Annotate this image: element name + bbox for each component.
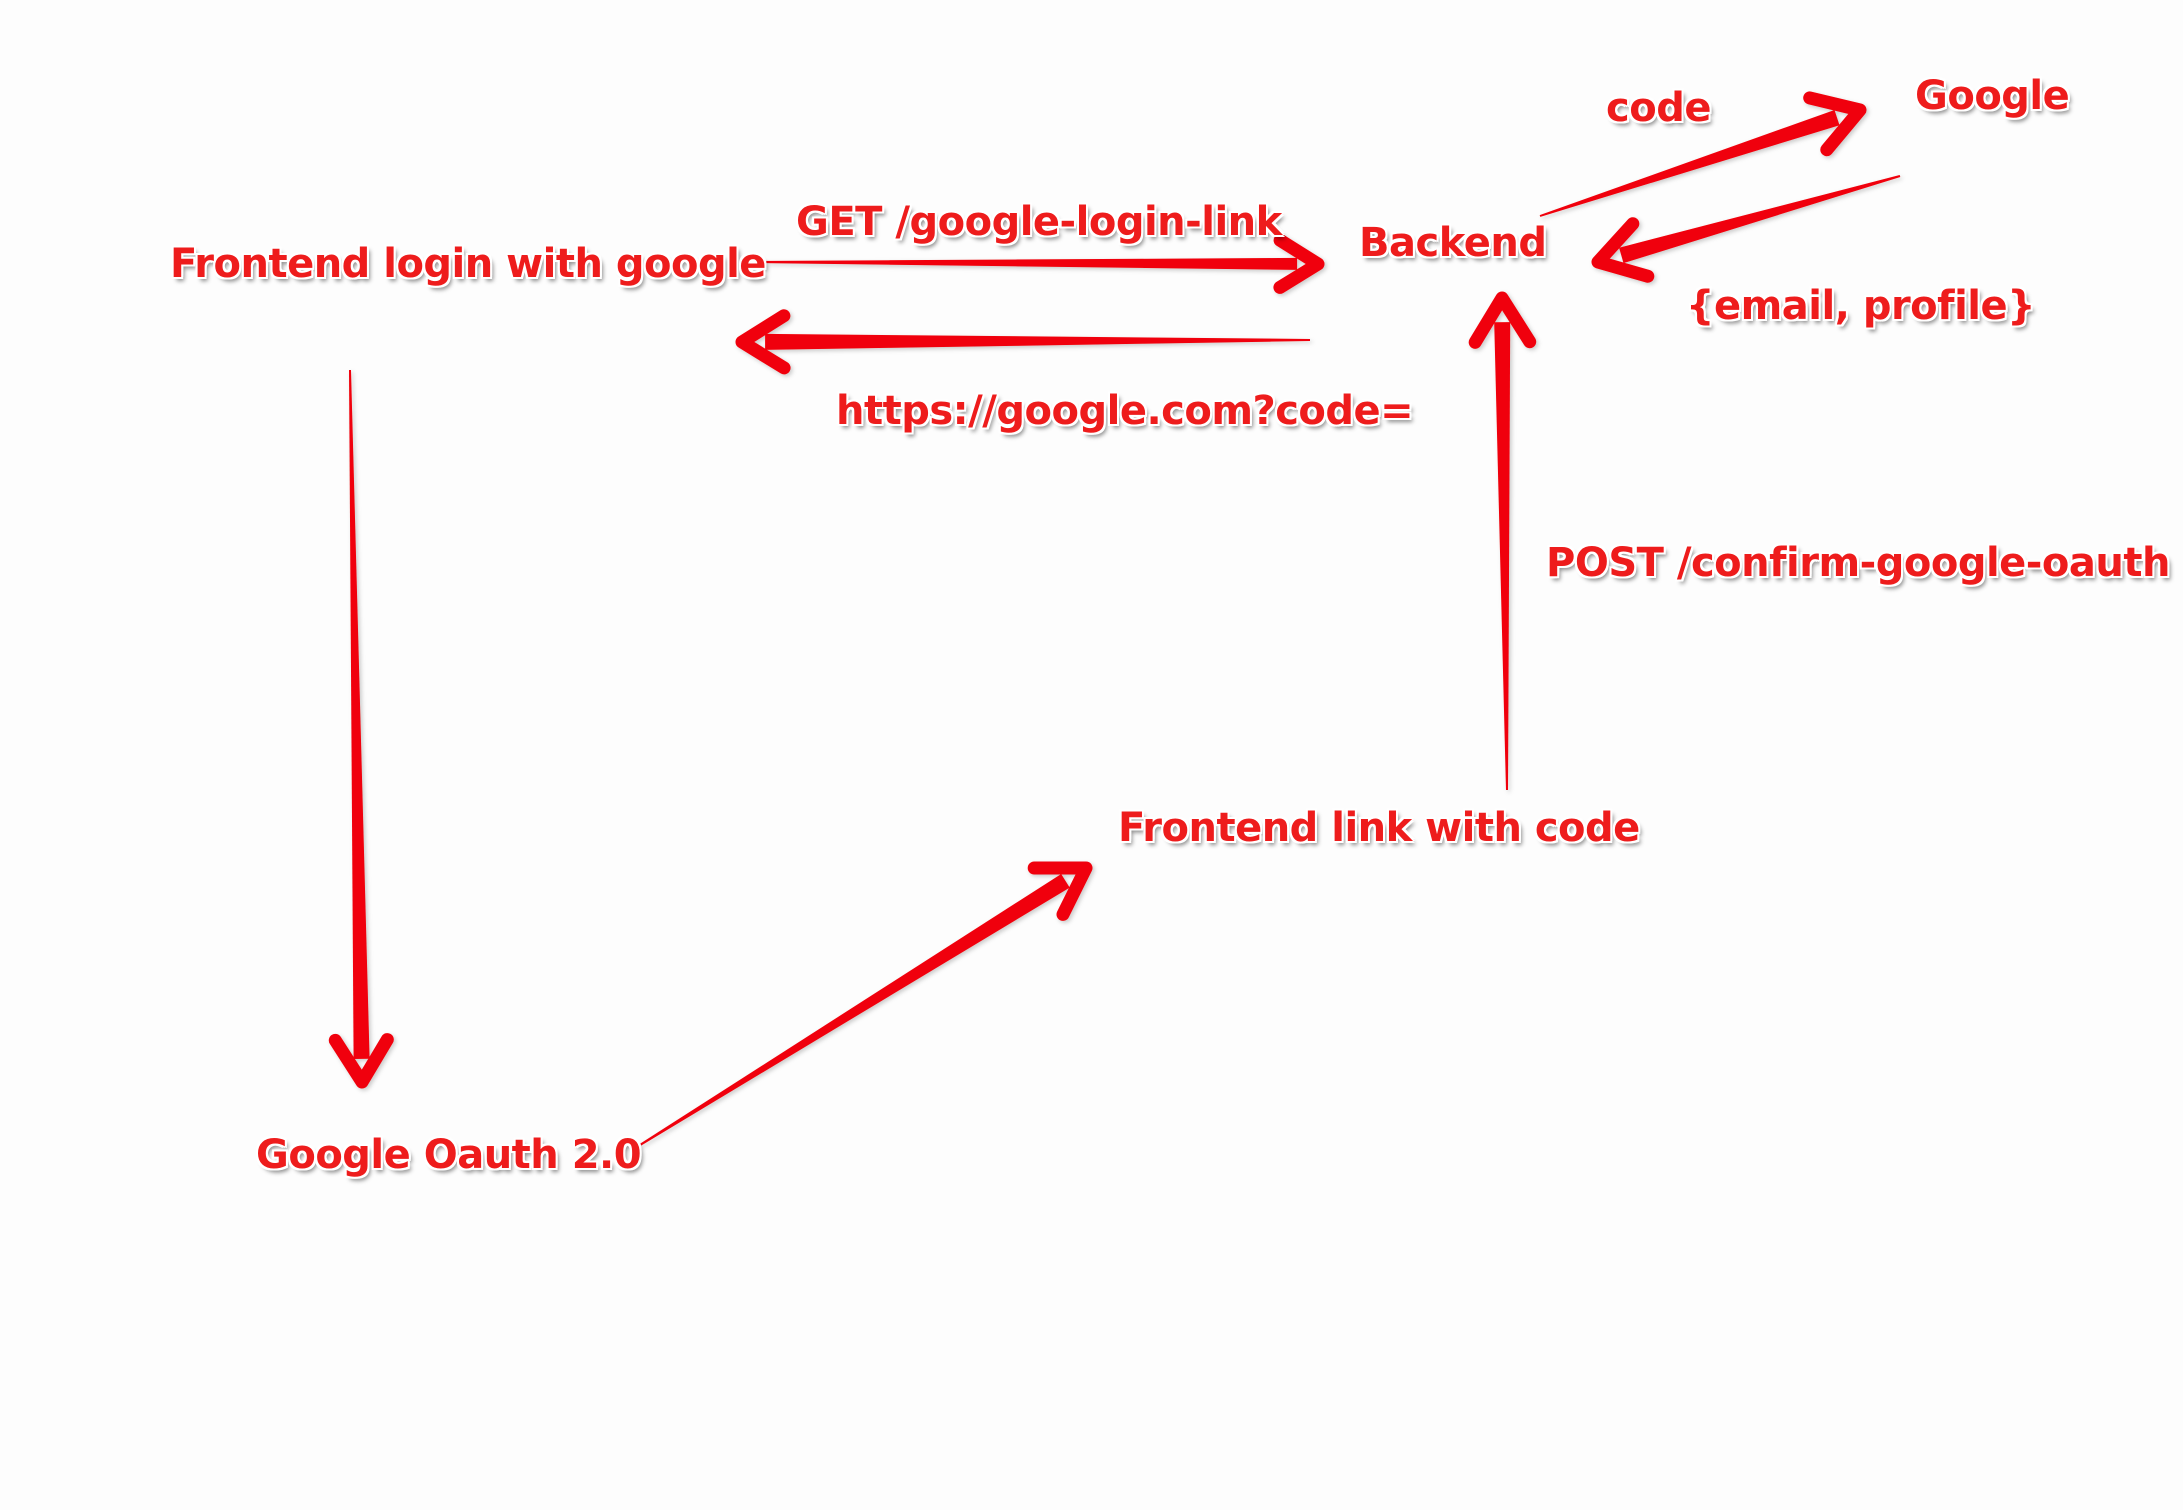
- edge-label-email-profile: {email, profile}: [1686, 283, 2036, 329]
- arrow-frontend-to-backend-head: [1273, 233, 1325, 294]
- edge-label-post-confirm: POST /confirm-google-oauth: [1546, 540, 2170, 586]
- edge-label-code: code: [1606, 85, 1711, 131]
- arrow-backend-to-google-head: [1803, 91, 1867, 157]
- edge-label-get-login-link: GET /google-login-link: [796, 199, 1282, 245]
- node-frontend-login: Frontend login with google: [170, 241, 766, 287]
- arrow-google-to-backend-shaft: [1619, 175, 1901, 264]
- arrow-oauth-to-frontend-code-shaft: [631, 874, 1070, 1151]
- arrow-backend-to-frontend-shaft: [765, 333, 1310, 350]
- node-backend: Backend: [1359, 220, 1547, 266]
- edge-label-google-url: https://google.com?code=: [836, 388, 1414, 434]
- arrow-frontend-code-to-backend-head: [1468, 291, 1537, 349]
- node-google-oauth: Google Oauth 2.0: [256, 1132, 642, 1178]
- arrow-login-to-oauth-head: [328, 1033, 394, 1089]
- node-google: Google: [1915, 73, 2070, 119]
- arrow-login-to-oauth-shaft: [349, 370, 370, 1059]
- arrow-backend-to-frontend-head: [735, 309, 791, 375]
- arrow-backend-to-google-shaft: [1539, 110, 1840, 217]
- arrow-google-to-backend-head: [1591, 217, 1655, 283]
- arrow-frontend-to-backend-shaft: [752, 257, 1298, 270]
- node-frontend-link-code: Frontend link with code: [1118, 805, 1640, 851]
- arrow-frontend-code-to-backend-shaft: [1494, 322, 1511, 790]
- arrow-oauth-to-frontend-code-head: [1027, 861, 1093, 921]
